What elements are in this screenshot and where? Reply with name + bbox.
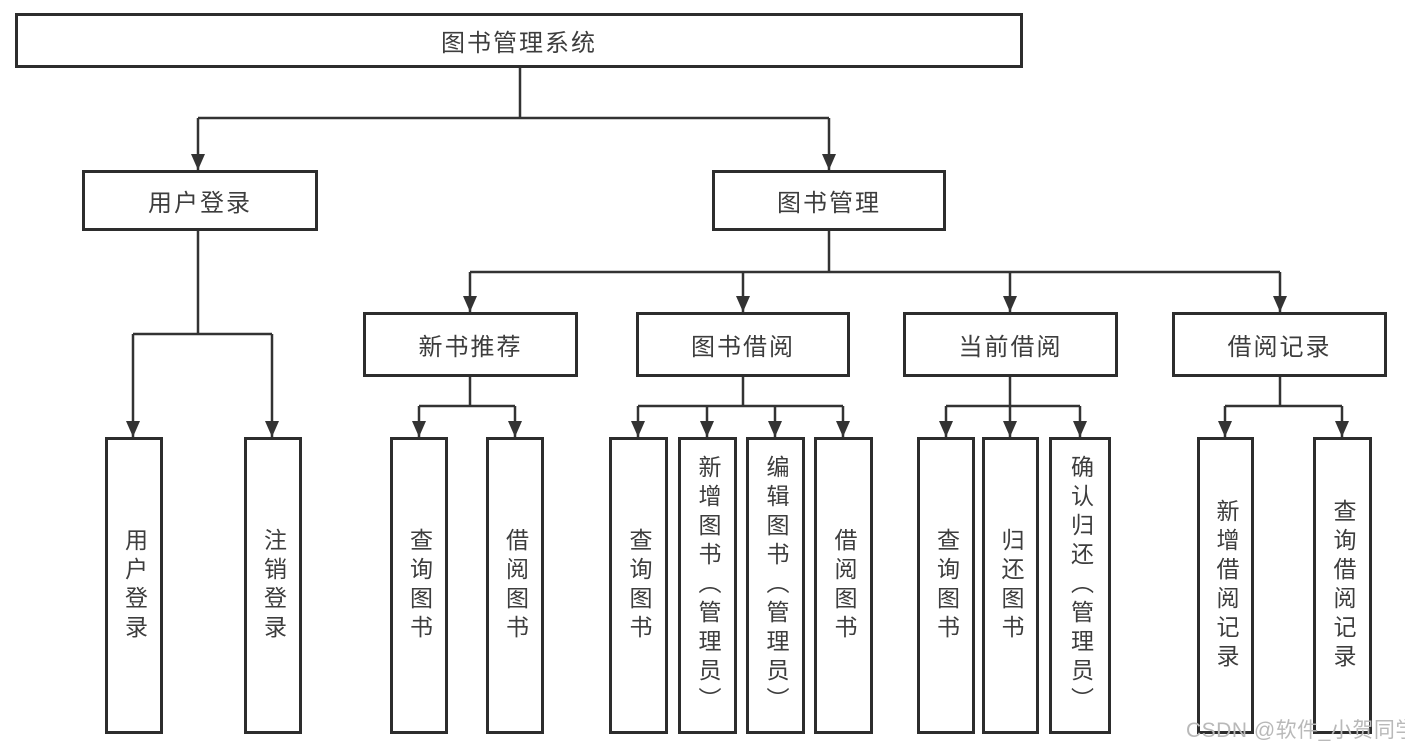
leaf-query-books-borrow: 查询图书: [609, 437, 668, 734]
node-label: 当前借阅: [958, 334, 1063, 361]
node-current-borrowing: 当前借阅: [903, 312, 1118, 377]
node-user-login: 用户登录: [82, 170, 318, 231]
node-label: 确认归还（管理员）: [1067, 455, 1094, 716]
node-label: 新增借阅记录: [1213, 498, 1239, 673]
node-label: 图书管理系统: [441, 30, 597, 57]
node-label: 图书管理: [777, 190, 881, 217]
node-label: 图书借阅: [691, 334, 795, 361]
leaf-add-borrow-record: 新增借阅记录: [1197, 437, 1254, 734]
node-label: 查询借阅记录: [1330, 498, 1356, 673]
leaf-query-books-current: 查询图书: [917, 437, 975, 734]
leaf-query-books-recommend: 查询图书: [390, 437, 448, 734]
node-book-management: 图书管理: [712, 170, 946, 231]
node-book-borrowing: 图书借阅: [636, 312, 850, 377]
leaf-logout: 注销登录: [244, 437, 302, 734]
node-label: 注销登录: [260, 527, 287, 644]
node-label: 查询图书: [626, 527, 652, 644]
node-library-management-system: 图书管理系统: [15, 13, 1023, 68]
node-borrowing-records: 借阅记录: [1172, 312, 1387, 377]
node-label: 新增图书（管理员）: [695, 455, 721, 716]
node-label: 新书推荐: [418, 334, 523, 361]
node-label: 借阅图书: [831, 527, 857, 644]
node-label: 查询图书: [406, 527, 433, 644]
node-label: 用户登录: [121, 527, 148, 644]
leaf-confirm-return-admin: 确认归还（管理员）: [1049, 437, 1111, 734]
leaf-user-login: 用户登录: [105, 437, 163, 734]
node-label: 查询图书: [933, 527, 960, 644]
leaf-add-books-admin: 新增图书（管理员）: [678, 437, 737, 734]
leaf-borrow-books: 借阅图书: [814, 437, 873, 734]
node-label: 编辑图书（管理员）: [763, 455, 789, 716]
leaf-borrow-books-recommend: 借阅图书: [486, 437, 544, 734]
leaf-query-borrow-record: 查询借阅记录: [1313, 437, 1372, 734]
leaf-return-books: 归还图书: [982, 437, 1039, 734]
node-label: 用户登录: [148, 190, 252, 217]
node-label: 归还图书: [998, 527, 1024, 644]
leaf-edit-books-admin: 编辑图书（管理员）: [746, 437, 805, 734]
node-label: 借阅图书: [502, 527, 529, 644]
node-new-book-recommendation: 新书推荐: [363, 312, 578, 377]
node-label: 借阅记录: [1227, 334, 1332, 361]
csdn-watermark: CSDN @软件_小贺同学: [1186, 719, 1405, 742]
